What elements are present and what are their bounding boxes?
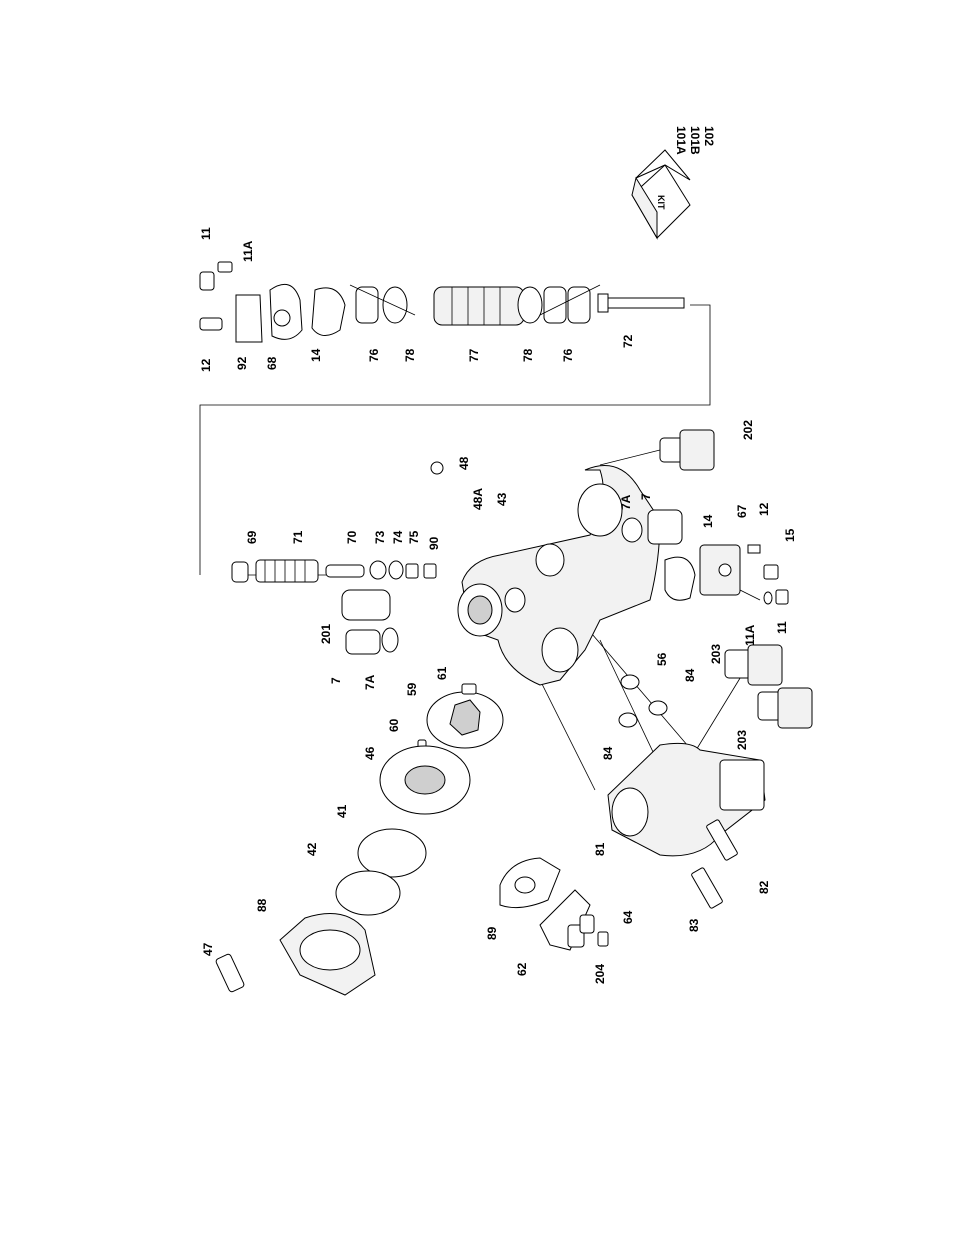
callout-47: 47 (201, 942, 215, 956)
callout-73: 73 (373, 530, 387, 544)
callout-46: 46 (363, 746, 377, 760)
callout-12-right: 12 (757, 502, 771, 516)
callout-203-b: 203 (735, 730, 749, 750)
callout-70: 70 (345, 530, 359, 544)
callout-62: 62 (515, 962, 529, 976)
callout-11-top: 11 (199, 227, 213, 240)
callout-48a: 48A (471, 488, 485, 510)
callout-84-b: 84 (601, 746, 615, 760)
callout-82: 82 (757, 880, 771, 894)
callout-202: 202 (741, 420, 755, 440)
callout-84-a: 84 (683, 668, 697, 682)
callout-69: 69 (245, 530, 259, 544)
callout-15: 15 (783, 528, 797, 542)
callout-11-right: 11 (775, 621, 789, 634)
callout-7-left: 7 (329, 677, 343, 684)
callout-7a-right: 7A (619, 494, 633, 510)
callout-74: 74 (391, 530, 405, 544)
callout-11a-right: 11A (743, 624, 757, 646)
callout-60: 60 (387, 718, 401, 732)
kit-label: KIT (656, 195, 666, 210)
plate-89-62 (500, 858, 608, 950)
callout-67: 67 (735, 504, 749, 518)
o-rings-56-84 (619, 675, 667, 727)
callout-203-a: 203 (709, 644, 723, 664)
callout-78-a: 78 (403, 348, 417, 362)
piston-stack (356, 287, 590, 325)
kit-box (632, 150, 690, 238)
callout-75: 75 (407, 530, 421, 544)
callout-76-a: 76 (367, 348, 381, 362)
solenoids-203 (725, 645, 812, 728)
callout-7a-left: 7A (363, 674, 377, 690)
callout-68: 68 (265, 356, 279, 370)
callout-90: 90 (427, 536, 441, 550)
callout-48: 48 (457, 456, 471, 470)
callout-101a: 101A (674, 126, 688, 155)
callout-71: 71 (291, 530, 305, 544)
valve-81 (608, 743, 765, 908)
callout-78-b: 78 (521, 348, 535, 362)
callout-42: 42 (305, 842, 319, 856)
callout-11a-top: 11A (241, 240, 255, 262)
cover-88 (215, 914, 375, 995)
callout-7-right: 7 (639, 493, 653, 500)
callout-12-top: 12 (199, 358, 213, 372)
relief-valve-parts (232, 560, 436, 582)
callout-89: 89 (485, 926, 499, 940)
pump-gears (336, 684, 503, 915)
callout-102: 102 (702, 126, 716, 146)
callout-56: 56 (655, 652, 669, 666)
callout-59: 59 (405, 682, 419, 696)
callout-76-b: 76 (561, 348, 575, 362)
callout-14-right: 14 (701, 514, 715, 528)
cover-parts-top (200, 262, 345, 342)
callout-88: 88 (255, 898, 269, 912)
fittings-left (342, 590, 398, 654)
callout-92: 92 (235, 356, 249, 370)
callout-77: 77 (467, 348, 481, 362)
callout-83: 83 (687, 918, 701, 932)
long-bolt-72 (598, 294, 684, 312)
callout-101b: 101B (688, 126, 702, 155)
callout-61: 61 (435, 666, 449, 680)
callout-14-top: 14 (309, 348, 323, 362)
callout-41: 41 (335, 804, 349, 818)
callout-43: 43 (495, 492, 509, 506)
callout-64: 64 (621, 910, 635, 924)
callout-81: 81 (593, 842, 607, 856)
callout-72: 72 (621, 334, 635, 348)
callout-201: 201 (319, 624, 333, 644)
callout-204: 204 (593, 964, 607, 984)
